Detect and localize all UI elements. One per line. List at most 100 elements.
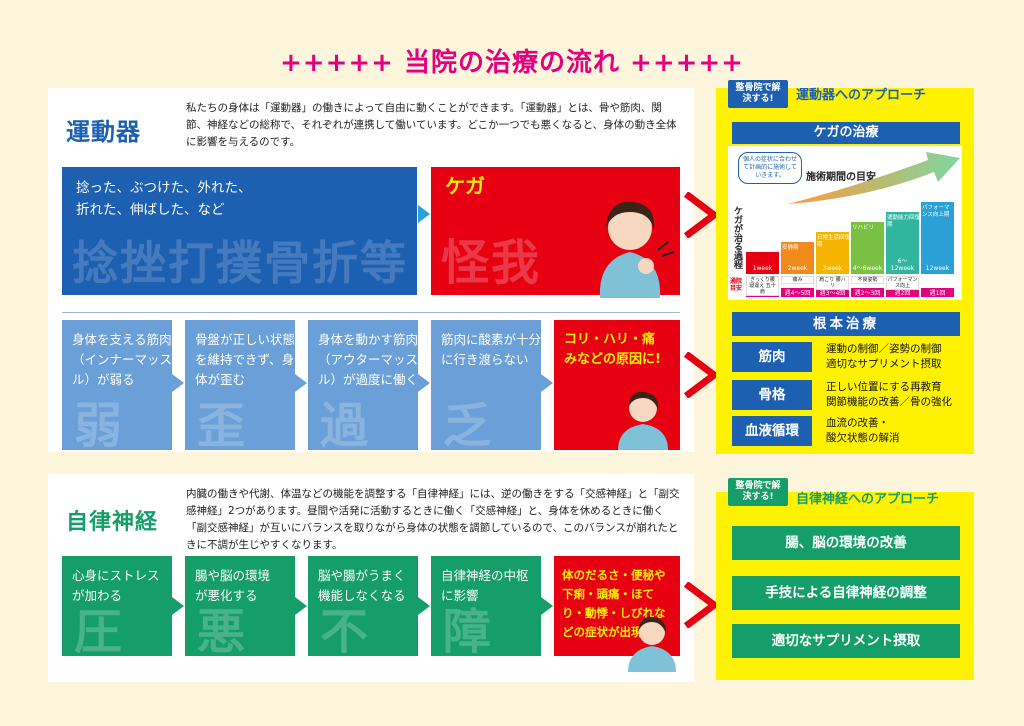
chart-week-label: 6〜12week xyxy=(890,258,915,272)
chart-condition-label: パフォーマンス向上 xyxy=(886,276,919,290)
flow-arrow-icon xyxy=(418,374,430,392)
cause-chip-4: 筋肉に酸素が十分に行き渡らない 乏 xyxy=(431,320,542,454)
flow-arrow-icon xyxy=(541,597,553,615)
injury-causes-line2: 折れた、伸ばした、など xyxy=(76,202,225,218)
chart-stage-label: 安静期 xyxy=(782,245,799,251)
musculoskeletal-label: 運動器 xyxy=(66,118,141,146)
chart-condition-label: 肩こり 腰ハリ xyxy=(816,276,849,290)
approach-item-2: 手技による自律神経の調整 xyxy=(732,576,960,610)
chart-week-label: 12week xyxy=(925,265,950,272)
chart-column-3: 3week 日常生活回復期 xyxy=(816,232,851,274)
root-row-muscle-key: 筋肉 xyxy=(732,342,812,372)
root-row-skeleton: 骨格 正しい位置にする再教育関節機能の改善／骨の強化 xyxy=(732,380,960,410)
chevron-right-icon xyxy=(684,582,718,628)
root-row-circulation-v1: 血流の改善・ xyxy=(826,417,889,429)
autonomic-chip-1: 心身にストレスが加わる 圧 xyxy=(62,556,172,660)
section-divider xyxy=(62,312,680,313)
root-row-muscle: 筋肉 運動の制御／姿勢の制御適切なサプリメント摂取 xyxy=(732,342,960,372)
root-row-circulation: 血液循環 血流の改善・酸欠状態の解消 xyxy=(732,416,960,446)
chart-frequency-label: 週1回 xyxy=(921,288,954,297)
injury-watermark: 怪我 xyxy=(441,235,542,291)
chart-week-label: 3week xyxy=(822,265,843,272)
chart-column-5: 6〜12week 運動能力回復期 xyxy=(886,212,921,274)
autonomic-symptom-text: 体のだるさ・便秘や下痢・頭痛・ほてり・動悸・しびれなどの症状が出現 xyxy=(562,568,666,639)
autonomic-chip-3-watermark: 不 xyxy=(320,604,369,660)
treatment-period-chart: 個人の症状に合わせて計画的に施術していきます。 施術期間の目安 ケガが治る過程 … xyxy=(728,146,962,300)
root-row-circulation-key: 血液循環 xyxy=(732,416,812,446)
root-row-muscle-v1: 運動の制御／姿勢の制御 xyxy=(826,343,942,355)
chart-frequency-label: 週2回 xyxy=(886,288,919,297)
chart-week-label: 2week xyxy=(787,265,808,272)
root-row-skeleton-v2: 関節機能の改善／骨の強化 xyxy=(826,396,952,408)
autonomic-chip-3-text: 脳や腸がうまく機能しなくなる xyxy=(318,568,406,603)
chart-axis-label: 通院目安 xyxy=(730,278,743,292)
chart-frequency-label: 週4〜5回 xyxy=(781,288,814,297)
cause-chip-4-watermark: 乏 xyxy=(443,398,492,454)
chart-stage-label: リハビリ xyxy=(852,225,875,231)
approach-item-1: 腸、脳の環境の改善 xyxy=(732,526,960,560)
chart-column-1: 1week xyxy=(746,252,779,274)
autonomic-chip-2-watermark: 悪 xyxy=(197,604,246,660)
autonomic-chip-4-text: 自律神経の中枢に影響 xyxy=(441,568,529,603)
autonomic-chip-1-text: 心身にストレスが加わる xyxy=(72,568,160,603)
flow-arrow-icon xyxy=(172,597,184,615)
root-row-circulation-v2: 酸欠状態の解消 xyxy=(826,432,900,444)
autonomic-chip-4-watermark: 障 xyxy=(443,604,492,660)
injured-person-illustration xyxy=(599,201,675,298)
chart-frequency-label: 週3〜4回 xyxy=(816,288,849,297)
flow-arrow-icon xyxy=(295,374,307,392)
flow-arrow-icon xyxy=(418,205,430,223)
root-row-skeleton-v1: 正しい位置にする再教育 xyxy=(826,381,942,393)
root-row-muscle-v2: 適切なサプリメント摂取 xyxy=(826,358,942,370)
autonomic-chip-2-text: 腸や脳の環境が悪化する xyxy=(195,568,271,603)
chart-condition-label: 痛み xyxy=(781,276,814,284)
chart-condition-label: ぎっくり腰 寝違え 五十肩 xyxy=(746,276,779,296)
flow-arrow-icon xyxy=(295,597,307,615)
cause-chip-1: 身体を支える筋肉（インナーマッスル）が弱る 弱 xyxy=(62,320,173,454)
cause-chip-2-watermark: 歪 xyxy=(197,398,246,454)
injury-causes-line1: 捻った、ぶつけた、外れた、 xyxy=(76,180,252,196)
injury-treatment-bar: ケガの治療 xyxy=(732,122,960,144)
stiff-shoulder-person-illustration xyxy=(618,391,668,450)
autonomic-approach-heading: 自律神経へのアプローチ xyxy=(796,492,940,507)
cause-chip-1-text: 身体を支える筋肉（インナーマッスル）が弱る xyxy=(72,332,173,387)
cause-chip-2: 骨盤が正しい状態を維持できず、身体が歪む 歪 xyxy=(185,320,295,454)
chart-title: 施術期間の目安 xyxy=(806,172,876,183)
chart-side-label: ケガが治る過程 xyxy=(732,206,742,269)
chart-stage-label: 運動能力回復期 xyxy=(887,215,921,228)
chart-week-label: 4〜6week xyxy=(852,265,883,272)
autonomic-chip-2: 腸や脳の環境が悪化する 悪 xyxy=(185,556,295,660)
symptom-chip: コリ・ハリ・痛みなどの原因に! xyxy=(554,320,680,450)
page-title: +++++ 当院の治療の流れ +++++ xyxy=(280,48,744,78)
musculoskeletal-approach-heading: 運動器へのアプローチ xyxy=(796,88,927,103)
autonomic-chip-4: 自律神経の中枢に影響 障 xyxy=(431,556,541,660)
injury-causes-watermark: 捻挫打撲骨折等 xyxy=(72,236,408,290)
autonomic-label: 自律神経 xyxy=(66,510,159,535)
chevron-right-icon xyxy=(684,352,718,398)
chart-stage-label: パフォーマンス向上期 xyxy=(922,205,950,218)
musculoskeletal-description: 私たちの身体は「運動器」の働きによって自由に動くことができます。「運動器」とは、… xyxy=(186,102,677,148)
cause-chip-3-watermark: 過 xyxy=(320,398,369,454)
autonomic-chip-3: 脳や腸がうまく機能しなくなる 不 xyxy=(308,556,418,660)
root-row-skeleton-key: 骨格 xyxy=(732,380,812,410)
chart-frequency-label: 週2〜3回 xyxy=(851,288,884,297)
injury-causes-box: 捻った、ぶつけた、外れた、折れた、伸ばした、など 捻挫打撲骨折等 xyxy=(62,167,417,295)
chart-stage-label: 日常生活回復期 xyxy=(817,235,851,248)
clinic-solves-tag-2: 整骨院で解決する! xyxy=(728,478,788,506)
clinic-solves-tag: 整骨院で解決する! xyxy=(728,80,788,108)
chevron-right-icon xyxy=(684,192,718,238)
chart-condition-label: 不良姿勢 xyxy=(851,276,884,284)
unwell-person-illustration xyxy=(628,616,676,672)
chart-week-label: 1week xyxy=(752,265,773,272)
symptom-chip-text: コリ・ハリ・痛みなどの原因に! xyxy=(564,332,661,367)
cause-chip-3: 身体を動かす筋肉（アウターマッスル）が過度に働く 過 xyxy=(308,320,418,454)
autonomic-description: 内臓の働きや代謝、体温などの機能を調整する「自律神経」には、逆の働きをする「交感… xyxy=(186,488,680,551)
chart-column-4: 4〜6week リハビリ xyxy=(851,222,884,274)
cause-chip-4-text: 筋肉に酸素が十分に行き渡らない xyxy=(441,332,542,367)
chart-speech-bubble: 個人の症状に合わせて計画的に施術していきます。 xyxy=(738,152,802,184)
flow-arrow-icon xyxy=(541,374,553,392)
root-treatment-bar: 根本治療 xyxy=(732,312,960,336)
approach-item-3: 適切なサプリメント摂取 xyxy=(732,624,960,658)
flow-arrow-icon xyxy=(172,374,184,392)
autonomic-chip-1-watermark: 圧 xyxy=(74,604,123,660)
